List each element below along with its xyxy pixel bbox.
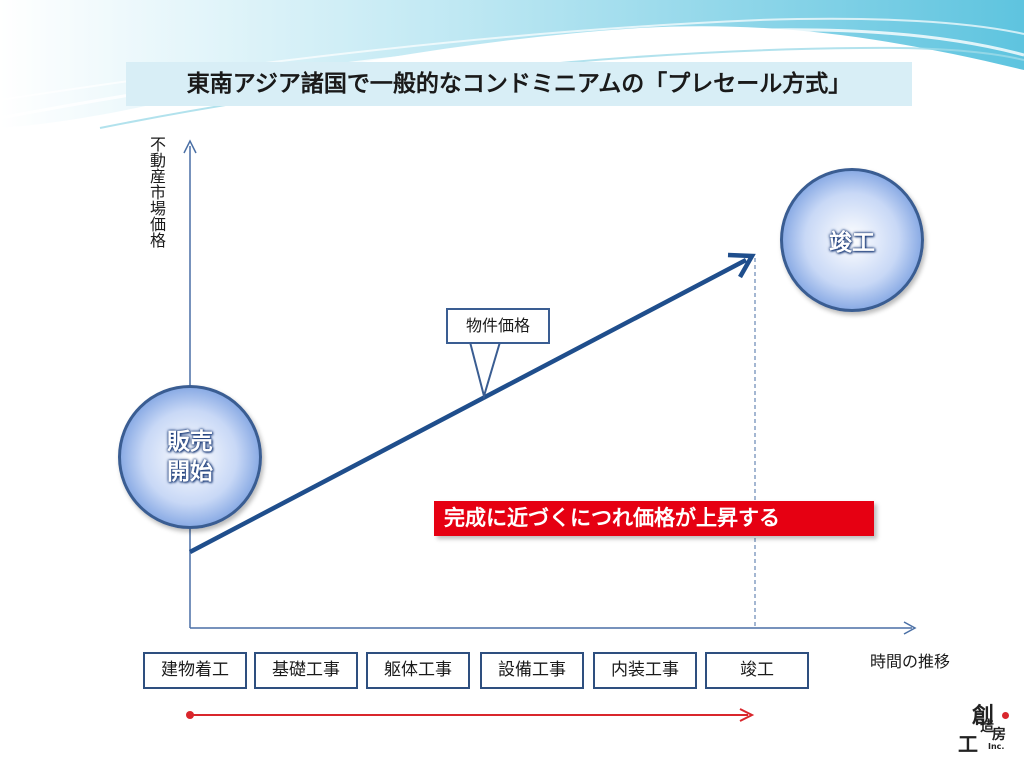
logo-char-4: 房: [992, 727, 1006, 743]
logo-char-1: 創: [972, 704, 995, 729]
y-axis-arrowhead: [183, 139, 197, 154]
stage-box-2: 基礎工事: [254, 652, 358, 689]
price-line-arrowhead: [727, 252, 756, 279]
x-axis-arrowhead: [903, 621, 917, 635]
slide-title: 東南アジア諸国で一般的なコンドミニアムの「プレセール方式」: [126, 62, 912, 106]
callout-pointer: [468, 341, 502, 400]
stage-box-5: 内装工事: [593, 652, 697, 689]
stage-box-3: 躯体工事: [366, 652, 470, 689]
completion-label: 竣工: [829, 230, 875, 256]
timeline-arrowhead: [739, 708, 755, 722]
wave-fill: [0, 0, 1024, 128]
logo-char-5: Inc.: [988, 742, 1005, 751]
sales-start-label: 販売開始: [167, 429, 213, 485]
logo-seal-icon: [1002, 712, 1009, 719]
price-callout: 物件価格: [446, 308, 550, 344]
logo-char-3: 工: [958, 732, 978, 756]
stage-box-6: 竣工: [705, 652, 809, 689]
price-line: [188, 258, 748, 554]
stage-box-1: 建物着工: [143, 652, 247, 689]
price-rise-banner: 完成に近づくにつれ価格が上昇する: [434, 501, 874, 536]
company-logo: 創 造 工 房 Inc.: [958, 698, 1014, 756]
timeline-start-dot: [186, 711, 194, 719]
sales-start-circle: 販売開始: [118, 385, 262, 529]
stage-box-4: 設備工事: [480, 652, 584, 689]
logo-char-2: 造: [980, 719, 994, 735]
x-axis-label: 時間の推移: [870, 652, 951, 671]
y-axis-label: 不動産市場価格: [147, 136, 166, 248]
completion-circle: 竣工: [780, 168, 924, 312]
